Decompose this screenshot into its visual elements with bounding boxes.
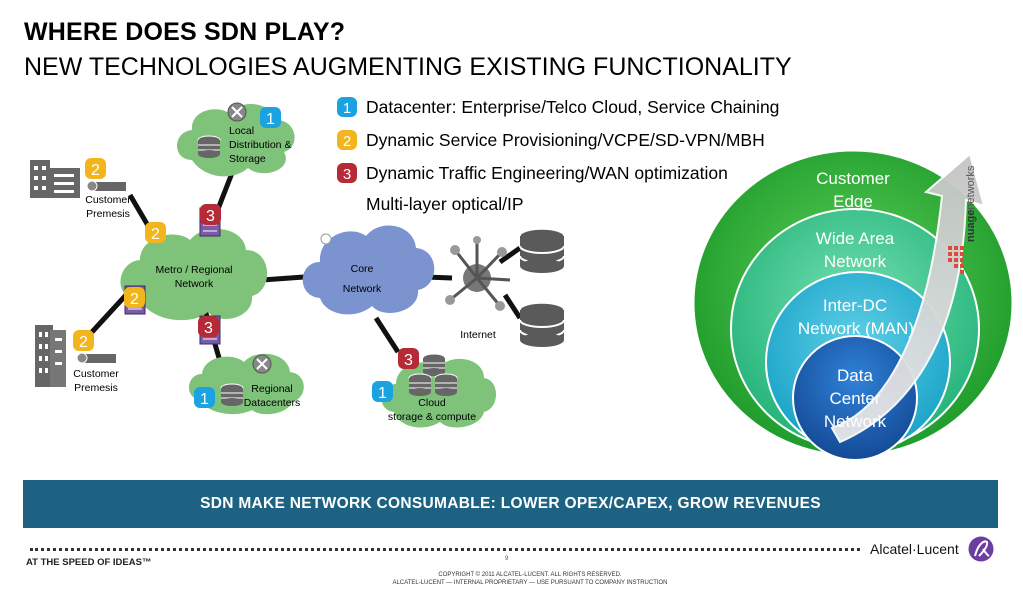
svg-text:Core: Core [351, 263, 374, 275]
svg-text:1: 1 [266, 111, 275, 128]
badge-3-metro-top: 3 [200, 204, 221, 225]
footer-copyright: COPYRIGHT © 2011 ALCATEL-LUCENT. ALL RIG… [300, 571, 760, 587]
badge-1-icon: 1 [337, 97, 357, 117]
ring-label-edge: Edge [833, 192, 873, 211]
page-subtitle: NEW TECHNOLOGIES AUGMENTING EXISTING FUN… [24, 53, 792, 81]
svg-text:Datacenters: Datacenters [244, 397, 301, 409]
internet-node: Internet [445, 228, 565, 348]
badge-3-icon: 3 [337, 163, 357, 183]
svg-text:3: 3 [204, 320, 213, 337]
svg-text:Regional: Regional [251, 383, 292, 395]
page-number: 9 [505, 556, 509, 562]
footer-divider [30, 548, 860, 551]
footer-tagline: AT THE SPEED OF IDEAS™ [26, 557, 152, 568]
badge-3-metro-bottom: 3 [198, 316, 219, 337]
badge-1-regional: 1 [194, 387, 215, 408]
badge-3-cloud: 3 [398, 348, 419, 369]
svg-text:Metro / Regional: Metro / Regional [155, 264, 232, 276]
svg-text:2: 2 [79, 334, 88, 351]
ring-label-network-wan: Network [824, 252, 887, 271]
badge-1-cloud: 1 [372, 381, 393, 402]
svg-text:1: 1 [200, 391, 209, 408]
legend-item-2: 2 Dynamic Service Provisioning/VCPE/SD-V… [336, 127, 765, 153]
svg-text:2: 2 [343, 133, 351, 150]
summary-banner: SDN MAKE NETWORK CONSUMABLE: LOWER OPEX/… [23, 480, 998, 528]
ring-label-inter-dc: Inter-DC [823, 296, 887, 315]
svg-text:1: 1 [343, 100, 351, 117]
legend-text-1: Datacenter: Enterprise/Telco Cloud, Serv… [366, 96, 780, 117]
svg-text:3: 3 [206, 208, 215, 225]
page-title: WHERE DOES SDN PLAY? [24, 18, 346, 46]
svg-text:2: 2 [151, 226, 160, 243]
badge-1-local: 1 [260, 107, 281, 128]
ring-data-center-network [792, 335, 918, 461]
core-network-cloud: Core Network [302, 225, 435, 315]
company-logo-text: Alcatel·Lucent [870, 541, 959, 557]
legend-text-2: Dynamic Service Provisioning/VCPE/SD-VPN… [366, 129, 765, 150]
svg-text:Premesis: Premesis [74, 382, 118, 394]
network-diagram: Local Distribution & Storage Customer Pr… [30, 102, 565, 428]
svg-text:Cloud: Cloud [418, 397, 446, 409]
cloud-storage-compute: Cloud storage & compute [381, 353, 496, 428]
svg-text:Premesis: Premesis [86, 208, 130, 220]
customer-premises-bottom: Customer Premesis [35, 325, 119, 394]
copyright-line-2: ALCATEL-LUCENT — INTERNAL PROPRIETARY — … [392, 580, 668, 586]
svg-text:storage & compute: storage & compute [388, 411, 476, 423]
svg-text:3: 3 [343, 166, 351, 183]
svg-text:Network: Network [175, 278, 214, 290]
regional-datacenters-cloud: Regional Datacenters [188, 353, 304, 415]
metro-regional-cloud: Metro / Regional Network [120, 207, 268, 345]
ring-label-network-dc: Network [824, 412, 887, 431]
svg-text:Internet: Internet [460, 329, 496, 341]
ring-label-man: Network (MAN) [798, 319, 914, 338]
svg-text:Local: Local [229, 125, 254, 137]
ring-label-customer: Customer [816, 169, 890, 188]
svg-text:2: 2 [91, 162, 100, 179]
badge-2-metro-left: 2 [124, 287, 145, 308]
svg-text:Storage: Storage [229, 153, 266, 165]
badge-2-icon: 2 [337, 130, 357, 150]
copyright-line-1: COPYRIGHT © 2011 ALCATEL-LUCENT. ALL RIG… [438, 572, 622, 578]
svg-text:Customer: Customer [85, 194, 131, 206]
customer-premises-top: Customer Premesis [30, 160, 131, 220]
svg-text:3: 3 [404, 352, 413, 369]
legend-item-1: 1 Datacenter: Enterprise/Telco Cloud, Se… [336, 94, 779, 120]
legend-item-3: 3 Dynamic Traffic Engineering/WAN optimi… [336, 160, 728, 186]
ring-label-wide-area: Wide Area [816, 229, 895, 248]
ring-label-data: Data [837, 366, 873, 385]
svg-text:Customer: Customer [73, 368, 119, 380]
network-rings-diagram: nuagenetworks Customer Edge Wide Area Ne… [691, 150, 1015, 461]
badge-2-metro-top: 2 [145, 222, 166, 243]
growth-arrow [830, 152, 986, 444]
svg-text:nuagenetworks: nuagenetworks [965, 165, 977, 242]
badge-2-customer-bottom: 2 [73, 330, 94, 351]
legend-text-3: Dynamic Traffic Engineering/WAN optimiza… [366, 162, 728, 183]
badge-2-customer-top: 2 [85, 158, 106, 179]
svg-text:2: 2 [130, 291, 139, 308]
ring-label-center: Center [829, 389, 880, 408]
svg-text:1: 1 [378, 385, 387, 402]
alcatel-lucent-logo-icon [968, 536, 994, 562]
legend-extra-text: Multi-layer optical/IP [366, 194, 524, 214]
nuage-logo: nuagenetworks [948, 165, 977, 274]
svg-text:Network: Network [343, 283, 382, 295]
svg-text:Distribution &: Distribution & [229, 139, 291, 151]
